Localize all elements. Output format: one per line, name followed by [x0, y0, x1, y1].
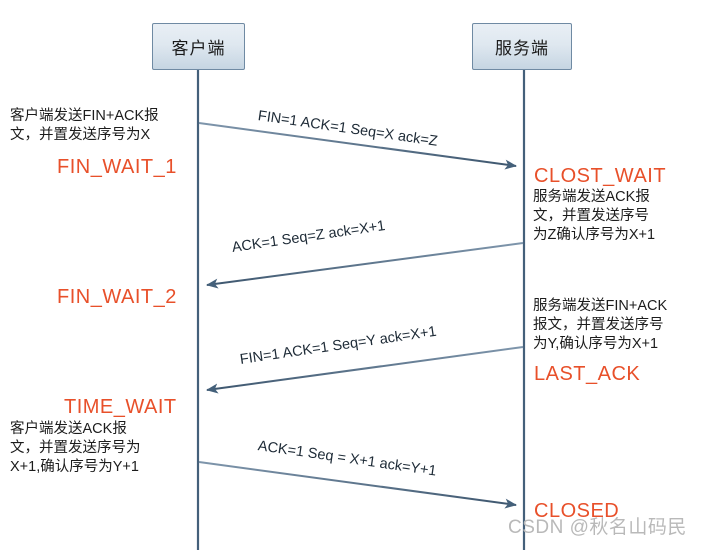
- server-node-box: 服务端: [472, 23, 572, 70]
- state-label-fin-wait-1: FIN_WAIT_1: [57, 156, 177, 178]
- state-label-clost-wait: CLOST_WAIT: [534, 165, 667, 187]
- csdn-watermark: CSDN @秋名山码民: [508, 517, 687, 538]
- state-label-time-wait: TIME_WAIT: [64, 396, 177, 418]
- message-label-1: FIN=1 ACK=1 Seq=X ack=Z: [256, 108, 439, 150]
- state-label-closed: CLOSED: [534, 500, 620, 522]
- note-client-sends-ack: 客户端发送ACK报 文，并置发送序号为 X+1,确认序号为Y+1: [10, 421, 141, 476]
- note-client-sends-fin: 客户端发送FIN+ACK报 文，并置发送序号为X: [10, 108, 159, 144]
- state-label-fin-wait-2: FIN_WAIT_2: [57, 286, 177, 308]
- message-label-4: ACK=1 Seq = X+1 ack=Y+1: [256, 438, 438, 480]
- state-label-last-ack: LAST_ACK: [534, 363, 641, 385]
- server-node-label: 服务端: [495, 39, 549, 58]
- note-server-sends-ack: 服务端发送ACK报 文，并置发送序号 为Z确认序号为X+1: [533, 189, 656, 244]
- client-node-label: 客户端: [171, 39, 226, 58]
- message-label-2: ACK=1 Seq=Z ack=X+1: [230, 218, 387, 256]
- note-server-sends-fin: 服务端发送FIN+ACK 报文，并置发送序号 为Y,确认序号为X+1: [533, 298, 668, 353]
- client-node-box: 客户端: [152, 23, 245, 70]
- message-label-3: FIN=1 ACK=1 Seq=Y ack=X+1: [238, 323, 438, 368]
